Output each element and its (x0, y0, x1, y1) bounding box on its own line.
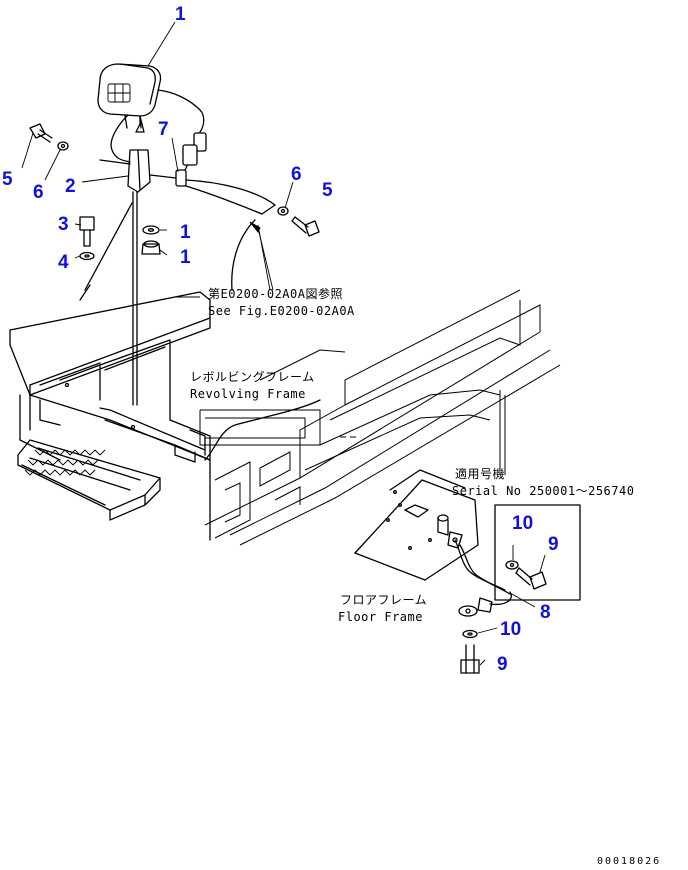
step (17, 439, 161, 521)
callout-10: 10 (512, 513, 533, 534)
floor-frame-label-en: Floor Frame (338, 610, 423, 624)
washer-6-right (277, 206, 289, 216)
callout-4: 4 (58, 252, 69, 273)
nut-1 (141, 240, 161, 255)
bolt-5-left (29, 123, 53, 143)
washer-1 (142, 225, 160, 235)
leader-lines (21, 21, 546, 666)
callout-10: 10 (500, 619, 521, 640)
see-fig-note-en: See Fig.E0200-02A0A (208, 304, 355, 318)
callout-1: 1 (180, 222, 191, 243)
callout-9: 9 (548, 534, 559, 555)
bracket (79, 149, 151, 406)
bolt-3 (79, 216, 95, 247)
revolving-frame-label-jp: レボルビングフレーム (190, 370, 315, 384)
floor-frame (354, 469, 479, 581)
detail-box (494, 504, 581, 601)
callout-5: 5 (2, 169, 13, 190)
callout-2: 2 (65, 176, 76, 197)
serial-label-jp: 適用号機 (455, 466, 505, 481)
washer-10-upper (505, 560, 519, 570)
callout-1: 1 (180, 247, 191, 268)
callout-8: 8 (540, 602, 551, 623)
bolt-9-lower (460, 644, 480, 674)
washer-4 (79, 251, 95, 261)
wire-harness (99, 89, 512, 617)
ghost-structure (199, 289, 561, 546)
callout-7: 7 (158, 119, 169, 140)
revolving-frame (9, 291, 211, 541)
callout-6: 6 (291, 164, 302, 185)
callout-5: 5 (322, 180, 333, 201)
bolt-9-upper (515, 567, 547, 590)
floor-frame-label-jp: フロアフレーム (340, 593, 427, 607)
drawing-code: 00018026 (597, 856, 661, 867)
callout-6: 6 (33, 182, 44, 203)
washer-6-left (57, 141, 69, 151)
callout-3: 3 (58, 214, 69, 235)
bolt-5-right (291, 216, 320, 237)
callout-1: 1 (175, 4, 186, 25)
callout-9: 9 (497, 654, 508, 675)
serial-label-en: Serial No 250001～256740 (452, 484, 634, 498)
revolving-frame-label-en: Revolving Frame (190, 387, 306, 401)
work-light (97, 63, 162, 133)
washer-10-lower (462, 629, 478, 639)
see-fig-note-jp: 第E0200-02A0A図参照 (208, 286, 343, 301)
